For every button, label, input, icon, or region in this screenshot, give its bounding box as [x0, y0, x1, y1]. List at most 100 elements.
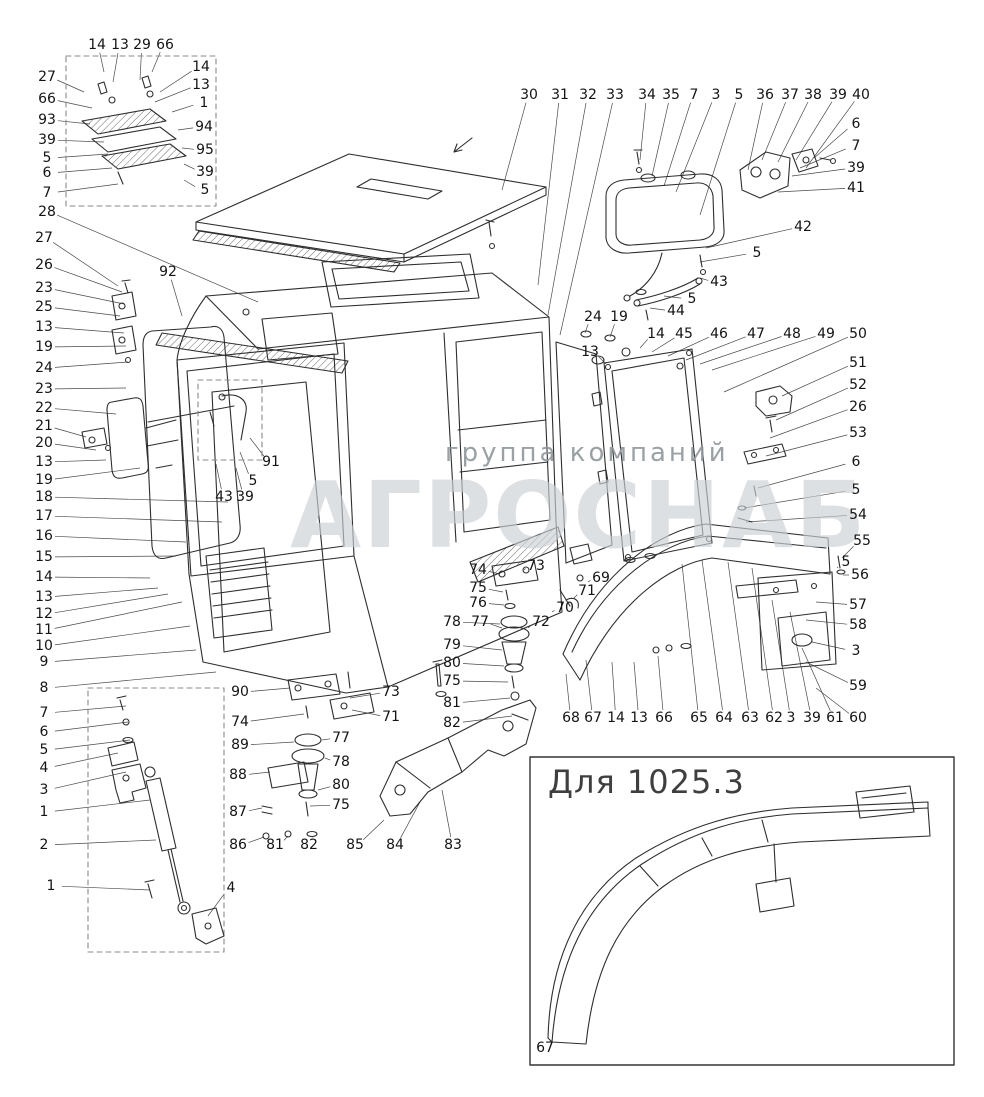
part-label: 56 [851, 567, 869, 583]
part-label: 5 [851, 482, 861, 498]
part-label: 39 [236, 489, 254, 505]
part-label: 1 [199, 95, 209, 111]
part-label: 43 [215, 489, 233, 505]
part-label: 39 [829, 87, 847, 103]
part-label: 90 [231, 684, 249, 700]
part-label: 55 [853, 533, 871, 549]
part-label: 24 [584, 309, 602, 325]
part-label: 24 [35, 360, 53, 376]
part-label: 78 [332, 754, 350, 770]
part-label: 8 [39, 680, 49, 696]
part-label: 75 [469, 580, 487, 596]
part-label: 13 [111, 37, 129, 53]
part-label: 89 [231, 737, 249, 753]
part-label: 11 [35, 622, 53, 638]
part-label: 10 [35, 638, 53, 654]
part-label: 13 [35, 319, 53, 335]
part-label: 14 [35, 569, 53, 585]
part-label: 19 [35, 472, 53, 488]
part-label: 82 [443, 715, 461, 731]
part-label: 29 [133, 37, 151, 53]
part-label: 25 [35, 299, 53, 315]
part-label: 92 [159, 264, 177, 280]
part-label: 33 [606, 87, 624, 103]
part-label: 13 [35, 454, 53, 470]
part-label: 74 [231, 714, 249, 730]
part-label: 66 [156, 37, 174, 53]
part-label: 37 [781, 87, 799, 103]
part-label: 32 [579, 87, 597, 103]
part-label: 85 [346, 837, 364, 853]
part-label: 73 [527, 558, 545, 574]
part-label: 3 [39, 782, 49, 798]
part-label: 68 [562, 710, 580, 726]
part-label: 70 [556, 600, 574, 616]
part-label: 19 [35, 339, 53, 355]
part-label: 36 [756, 87, 774, 103]
part-label: 79 [443, 637, 461, 653]
part-label: 75 [443, 673, 461, 689]
part-label: 7 [851, 138, 861, 154]
part-label: 1 [39, 804, 49, 820]
part-label: 81 [443, 695, 461, 711]
part-label: 41 [847, 180, 865, 196]
part-label: 87 [229, 804, 247, 820]
part-label: 27 [35, 230, 53, 246]
part-label: 5 [39, 742, 49, 758]
part-label: 52 [849, 377, 867, 393]
part-label: 38 [804, 87, 822, 103]
part-label: 78 [443, 614, 461, 630]
part-label: 84 [386, 837, 404, 853]
part-label: 26 [35, 257, 53, 273]
part-label: 53 [849, 425, 867, 441]
part-label: 13 [581, 344, 599, 360]
part-label: 72 [532, 614, 550, 630]
part-label: 60 [849, 710, 867, 726]
part-label: 31 [551, 87, 569, 103]
part-label: 59 [849, 678, 867, 694]
part-label: 58 [849, 617, 867, 633]
part-label: 14 [192, 59, 210, 75]
part-label: 39 [847, 160, 865, 176]
part-label: 47 [747, 326, 765, 342]
part-label: 80 [332, 777, 350, 793]
part-label: 7 [689, 87, 699, 103]
part-label: 20 [35, 435, 53, 451]
part-label: 39 [38, 132, 56, 148]
part-label: 14 [88, 37, 106, 53]
part-label: 6 [851, 116, 861, 132]
part-label: 6 [851, 454, 861, 470]
part-label: 94 [195, 119, 213, 135]
part-label: 77 [471, 614, 489, 630]
part-label: 21 [35, 418, 53, 434]
part-label: 5 [841, 554, 851, 570]
part-label: 13 [192, 77, 210, 93]
part-label: 7 [39, 705, 49, 721]
part-label: 67 [536, 1040, 554, 1056]
part-label: 88 [229, 767, 247, 783]
part-label: 5 [42, 150, 52, 166]
part-label: 5 [200, 182, 210, 198]
part-label: 81 [266, 837, 284, 853]
part-label: 39 [196, 164, 214, 180]
part-label: 26 [849, 399, 867, 415]
part-label: 18 [35, 489, 53, 505]
part-label: 95 [196, 142, 214, 158]
part-label: 6 [42, 165, 52, 181]
part-label: 6 [39, 724, 49, 740]
part-label: 67 [584, 710, 602, 726]
part-label: 27 [38, 69, 56, 85]
part-label: 64 [715, 710, 733, 726]
part-label: 73 [382, 684, 400, 700]
part-label: 80 [443, 655, 461, 671]
part-label: 62 [765, 710, 783, 726]
part-label: 82 [300, 837, 318, 853]
part-label: 40 [852, 87, 870, 103]
part-label: 42 [794, 219, 812, 235]
part-label: 4 [39, 760, 49, 776]
part-label: 75 [332, 797, 350, 813]
part-label: 63 [741, 710, 759, 726]
part-label: 5 [734, 87, 744, 103]
